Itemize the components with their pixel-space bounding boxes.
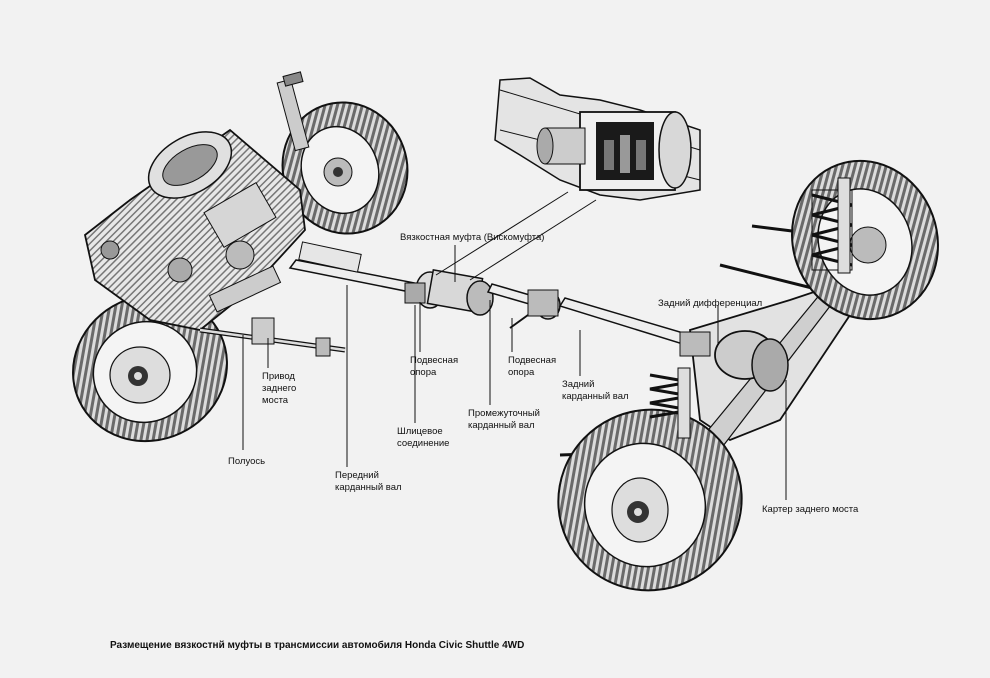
label-rear-driveshaft: Задний карданный вал <box>562 379 629 402</box>
label-mount-2: Подвесная опора <box>508 355 557 378</box>
intermediate-driveshaft <box>486 283 561 329</box>
front-left-wheel <box>72 293 228 443</box>
label-front-driveshaft: Передний карданный вал <box>335 470 402 493</box>
rear-left-spring <box>649 367 691 439</box>
viscous-coupling-unit <box>404 269 494 316</box>
leader-lines <box>242 245 787 500</box>
coupling-cutaway-inset <box>435 77 701 281</box>
label-mount-1: Подвесная опора <box>410 355 459 378</box>
label-half-shaft: Полуось <box>228 456 266 467</box>
label-rear-axle-housing: Картер заднего моста <box>762 504 859 515</box>
rear-right-spring <box>811 177 853 274</box>
label-splined-joint: Шлицевое соединение <box>397 426 450 449</box>
front-half-shaft <box>199 317 346 357</box>
engine <box>83 128 306 331</box>
label-rear-differential: Задний дифференциал <box>658 298 763 309</box>
front-right-wheel <box>281 101 409 235</box>
label-viscous-coupling: Вязкостная муфта (Вискомуфта) <box>400 232 545 243</box>
figure-caption: Размещение вязкостнй муфты в трансмиссии… <box>110 640 525 651</box>
label-rear-axle-drive: Привод заднего моста <box>262 371 297 406</box>
label-intermediate-driveshaft: Промежуточный карданный вал <box>468 408 540 431</box>
rear-left-wheel <box>557 408 743 592</box>
